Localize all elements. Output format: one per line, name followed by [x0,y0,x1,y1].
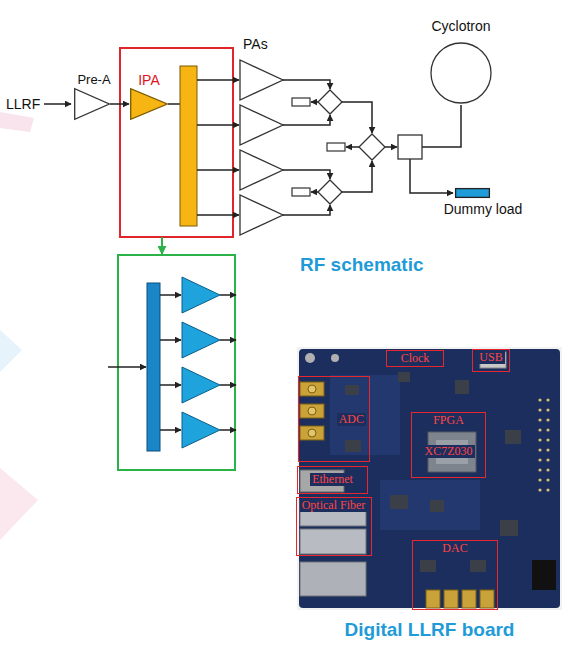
board-region: ADC [298,376,370,462]
board-label: ADC [337,413,366,426]
section-caption: RF schematic [300,254,424,276]
wire [108,366,146,368]
splitter-bar [147,283,160,451]
input-arrow [44,103,71,105]
background-ribbon [0,330,22,372]
pa-amplifiers [240,60,283,235]
board-region: FPGA XC7Z030 [411,412,486,478]
board-region: DAC [412,540,498,610]
ipa-triangle: IPA [124,72,174,120]
ipa-detail-frame [118,255,235,470]
combiner-wires [283,80,461,215]
resistor-loads [292,98,345,196]
board-label: FPGA [431,414,466,427]
board-region: USB [472,349,510,372]
signal-label: LLRF [6,96,40,113]
board-label: DAC [440,542,469,555]
board-label: Clock [399,352,432,365]
preamp-triangle: Pre-A [70,72,118,120]
ipa-triangle-shape [130,88,168,120]
signal-arrow [110,103,129,105]
node-label: Dummy load [438,201,528,217]
board-label: USB [477,351,504,364]
node-label: Cyclotron [426,18,496,34]
dummy-load-shape [455,188,490,198]
wire [168,103,180,105]
board-label: Optical Fiber [300,499,368,512]
board-region: Optical Fiber [296,497,372,556]
board-label: Ethernet [310,473,355,486]
cyclotron-circle-shape [430,42,492,104]
detail-amplifiers [182,277,220,448]
board-region: Clock [386,350,444,367]
zoom-arrow [161,237,163,254]
board-label: XC7Z030 [423,445,475,458]
background-ribbon [0,468,38,540]
combiner-diamonds [318,90,422,204]
ipa-frame [120,48,233,237]
splitter-outputs [197,80,239,215]
background-ribbon [0,112,34,132]
node-label: IPA [124,72,174,88]
preamp-triangle-shape [74,88,110,120]
splitter-bar [180,66,197,226]
dummy-load: Dummy load [438,186,528,220]
detail-wires [160,295,236,430]
llrf-board: Digital LLRF board Clock USB ADC FPGA XC7Z030… [295,347,564,647]
group-label: PAs [243,36,268,53]
board-region: Ethernet [297,466,368,494]
board-photo [297,347,562,610]
cyclotron-circle: Cyclotron [426,18,496,108]
node-label: Pre-A [70,72,118,87]
node-label: Digital LLRF board [295,619,564,640]
